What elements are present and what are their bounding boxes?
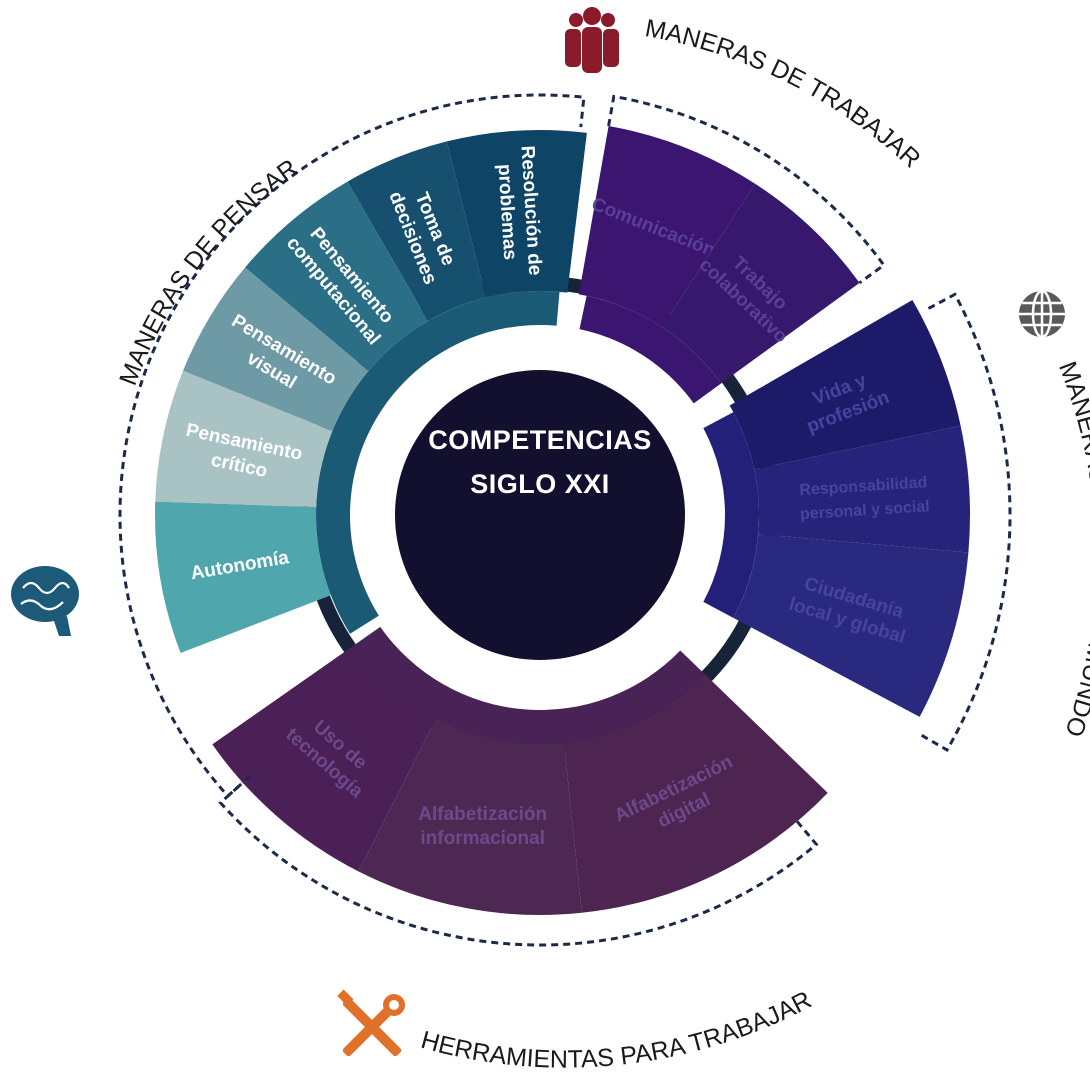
center-title-line1: COMPETENCIAS (428, 425, 652, 455)
segment-vivir-3 (733, 534, 969, 717)
people-group-icon (565, 7, 619, 73)
center-title-line2: SIGLO XXI (470, 469, 610, 499)
segment-herramientas-2 (358, 719, 582, 915)
segment-trabajar-1 (578, 126, 756, 328)
group-title-herramientas: HERRAMIENTAS PARA TRABAJAR (418, 986, 816, 1074)
segment-trabajar-2 (661, 183, 860, 384)
group-band-pensar (316, 291, 560, 634)
center-title: COMPETENCIAS SIGLO XXI (400, 418, 680, 506)
group-brackets (118, 93, 1012, 947)
bracket-herramientas (218, 781, 819, 947)
segment-pensar-4 (183, 267, 369, 432)
group-band-trabajar (579, 295, 722, 404)
center-circle (395, 370, 685, 660)
segment-pensar-3 (245, 181, 428, 372)
segment-vivir-2 (754, 425, 971, 553)
segment-herramientas-3 (563, 674, 828, 913)
segment-pensar-1 (446, 130, 587, 298)
segment-pensar-2 (347, 141, 486, 322)
segment-pensar-6 (154, 501, 331, 653)
bracket-trabajar (607, 94, 886, 285)
group-band-vivir (703, 412, 759, 618)
bracket-vivir (920, 292, 1012, 753)
segment-pensar-5 (155, 370, 333, 508)
group-title-vivir: MANERAS DE VIVIR EL MUNDO (1053, 358, 1090, 741)
group-band-herramientas (352, 626, 705, 744)
tools-icon (337, 989, 405, 1057)
brain-icon (11, 566, 79, 636)
segment-vivir-1 (729, 300, 961, 470)
globe-icon (1019, 289, 1065, 339)
segment-herramientas-1 (212, 646, 437, 872)
